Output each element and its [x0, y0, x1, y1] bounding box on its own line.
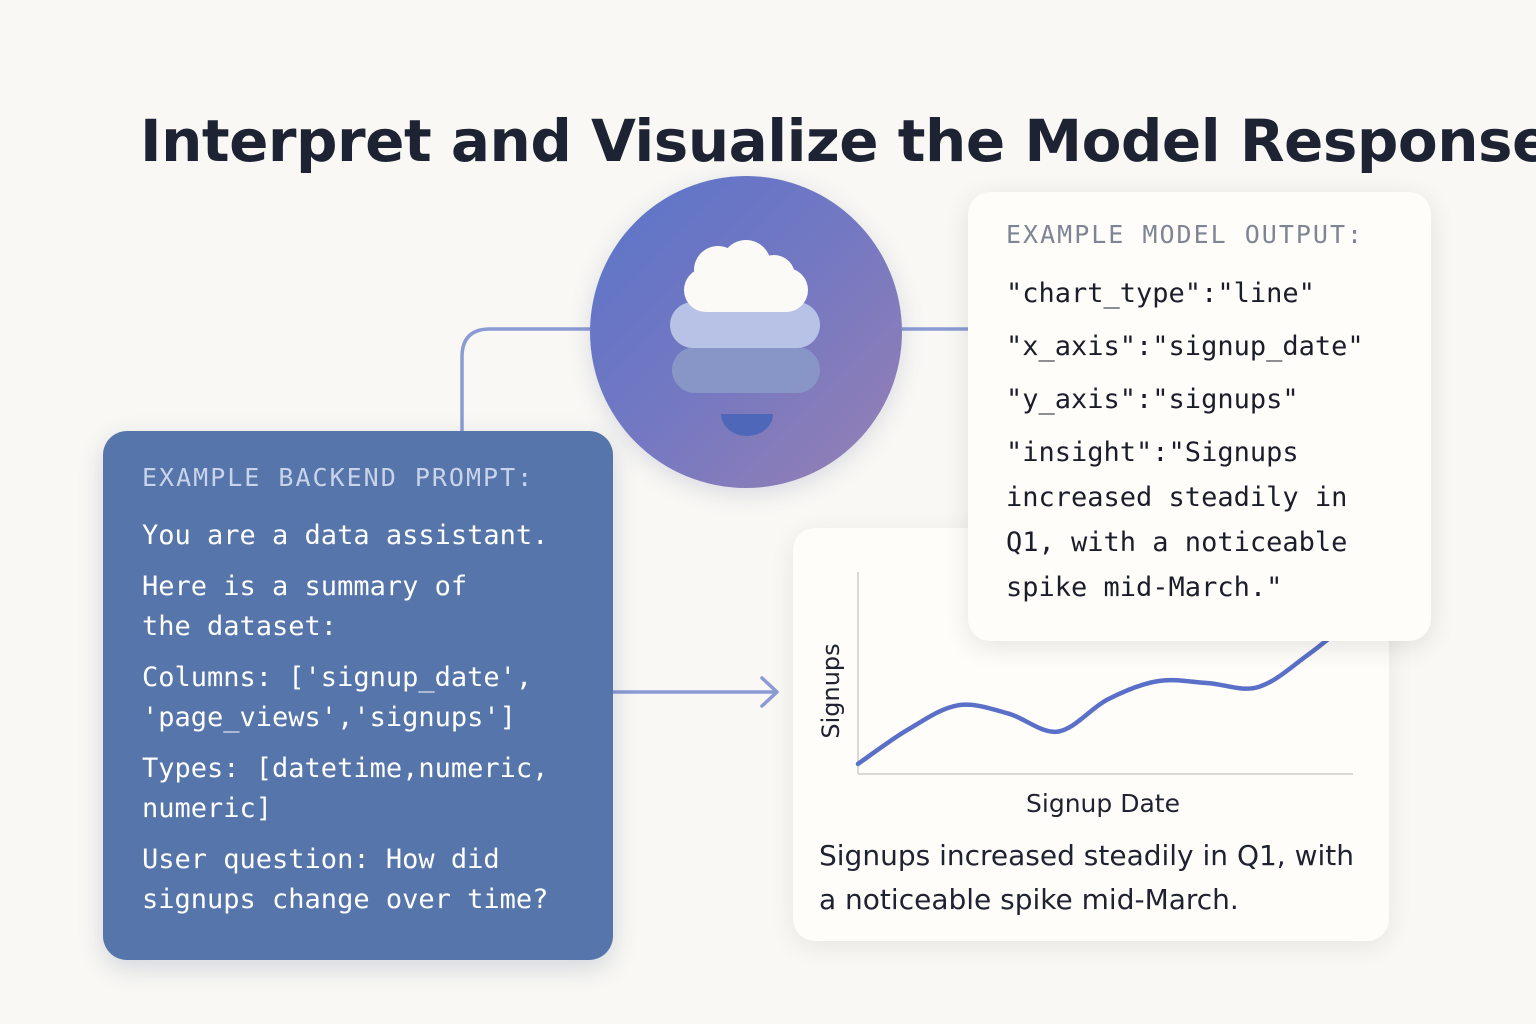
prompt-to-model-connector: [460, 327, 592, 432]
series-line-0: [855, 612, 1361, 767]
output-line-chart-type: "chart_type":"line": [1006, 278, 1315, 309]
output-heading: EXAMPLE MODEL OUTPUT:: [1006, 220, 1365, 249]
output-line-insight: "insight":"Signups increased steadily in…: [1006, 437, 1348, 603]
prompt-line-types: Types: [datetime,numeric, numeric]: [142, 753, 549, 824]
output-line-x-axis: "x_axis":"signup_date": [1006, 331, 1364, 362]
line-chart: Signups Signup Date: [817, 572, 1361, 818]
prompt-to-chart-arrow: [613, 676, 779, 708]
series-layer: [855, 612, 1361, 767]
x-axis-label: Signup Date: [1026, 789, 1180, 818]
y-axis-label: Signups: [817, 643, 845, 738]
model-node: [590, 176, 902, 488]
prompt-line-summary: Here is a summary of the dataset:: [142, 571, 468, 642]
chart-caption: Signups increased steadily in Q1, with a…: [819, 839, 1355, 916]
prompt-line-role: You are a data assistant.: [142, 520, 549, 551]
model-output-card: EXAMPLE MODEL OUTPUT: "chart_type":"line…: [968, 192, 1431, 641]
backend-prompt-card: EXAMPLE BACKEND PROMPT: You are a data a…: [103, 431, 613, 960]
prompt-line-question: User question: How did signups change ov…: [142, 844, 549, 915]
prompt-heading: EXAMPLE BACKEND PROMPT:: [142, 463, 535, 492]
prompt-line-columns: Columns: ['signup_date', 'page_views','s…: [142, 662, 533, 733]
cloud-layers-icon: [670, 240, 820, 436]
page-title: Interpret and Visualize the Model Respon…: [140, 106, 1536, 175]
output-line-y-axis: "y_axis":"signups": [1006, 384, 1299, 415]
